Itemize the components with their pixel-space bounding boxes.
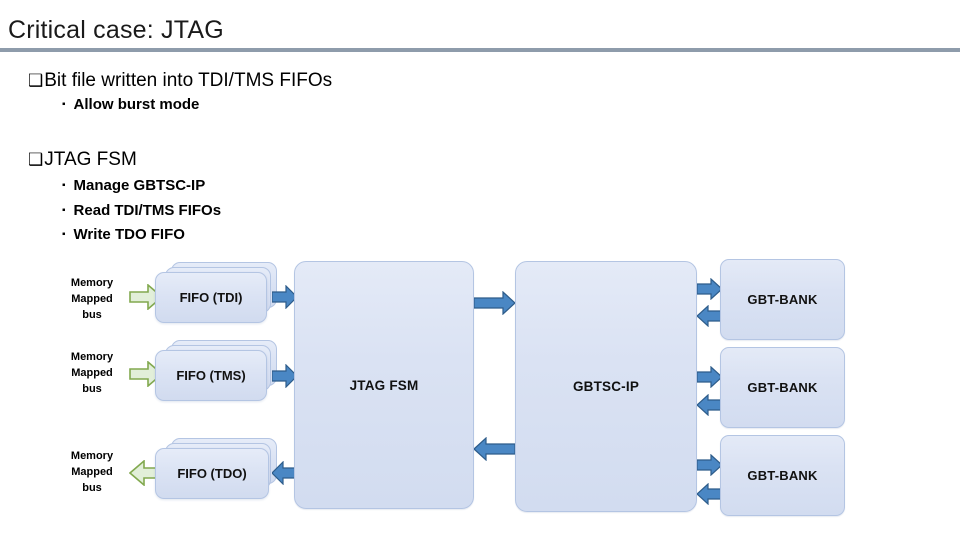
bullet-label: Allow burst mode xyxy=(73,96,200,113)
blue-arrow-left-bank-2-to-gbtsc xyxy=(697,394,723,416)
bullet-label: Write TDO FIFO xyxy=(73,226,185,243)
gbt-bank-box-3[interactable]: GBT-BANK xyxy=(720,435,845,516)
bus-label-tdo: Memory Mapped bus xyxy=(70,450,114,494)
blue-arrow-left-bank-1-to-gbtsc xyxy=(697,305,723,327)
blue-arrow-right-gbtsc-to-bank-3 xyxy=(697,454,723,476)
fifo-stack-tdo: FIFO (TDO) xyxy=(155,438,279,500)
fifo-stack-tms: FIFO (TMS) xyxy=(155,340,277,402)
fifo-box-tdi[interactable]: FIFO (TDI) xyxy=(155,272,267,323)
bullet-item-4: ▪ Manage GBTSC-IP xyxy=(62,177,205,194)
gbt-bank-box-1[interactable]: GBT-BANK xyxy=(720,259,845,340)
bullet-label: Read TDI/TMS FIFOs xyxy=(73,202,222,219)
gbtsc-ip-box[interactable]: GBTSC-IP xyxy=(515,261,697,512)
bullet-label: Manage GBTSC-IP xyxy=(73,177,206,194)
bullet-item-2: ▪ Allow burst mode xyxy=(62,96,199,113)
blue-arrow-right-tms-to-fsm xyxy=(272,364,298,388)
bullet-label: Bit file written into TDI/TMS FIFOs xyxy=(44,70,333,91)
square-outline-bullet-icon: ❑ xyxy=(28,150,44,169)
bullet-item-1: ❑Bit file written into TDI/TMS FIFOs xyxy=(28,70,332,92)
blue-arrow-left-gbtsc-to-fsm xyxy=(474,437,516,461)
blue-arrow-right-gbtsc-to-bank-2 xyxy=(697,366,723,388)
blue-arrow-left-bank-3-to-gbtsc xyxy=(697,483,723,505)
page-title: Critical case: JTAG xyxy=(8,16,224,44)
bullet-item-3: ❑JTAG FSM xyxy=(28,149,137,171)
bullet-item-5: ▪ Read TDI/TMS FIFOs xyxy=(62,202,221,219)
bullet-item-6: ▪ Write TDO FIFO xyxy=(62,226,185,243)
jtag-fsm-box[interactable]: JTAG FSM xyxy=(294,261,474,509)
blue-arrow-right-gbtsc-to-bank-1 xyxy=(697,278,723,300)
fifo-box-tms[interactable]: FIFO (TMS) xyxy=(155,350,267,401)
bullet-label: JTAG FSM xyxy=(44,149,137,170)
blue-arrow-right-fsm-to-gbtsc xyxy=(474,291,516,315)
title-divider xyxy=(0,48,960,52)
fifo-stack-tdi: FIFO (TDI) xyxy=(155,262,277,324)
gbt-bank-box-2[interactable]: GBT-BANK xyxy=(720,347,845,428)
square-filled-bullet-icon: ▪ xyxy=(62,99,66,110)
bus-label-tdi: Memory Mapped bus xyxy=(70,277,114,321)
bus-label-tms: Memory Mapped bus xyxy=(70,351,114,395)
square-filled-bullet-icon: ▪ xyxy=(62,180,66,191)
square-outline-bullet-icon: ❑ xyxy=(28,71,44,90)
square-filled-bullet-icon: ▪ xyxy=(62,205,66,216)
square-filled-bullet-icon: ▪ xyxy=(62,229,66,240)
blue-arrow-right-tdi-to-fsm xyxy=(272,285,298,309)
fifo-box-tdo[interactable]: FIFO (TDO) xyxy=(155,448,269,499)
